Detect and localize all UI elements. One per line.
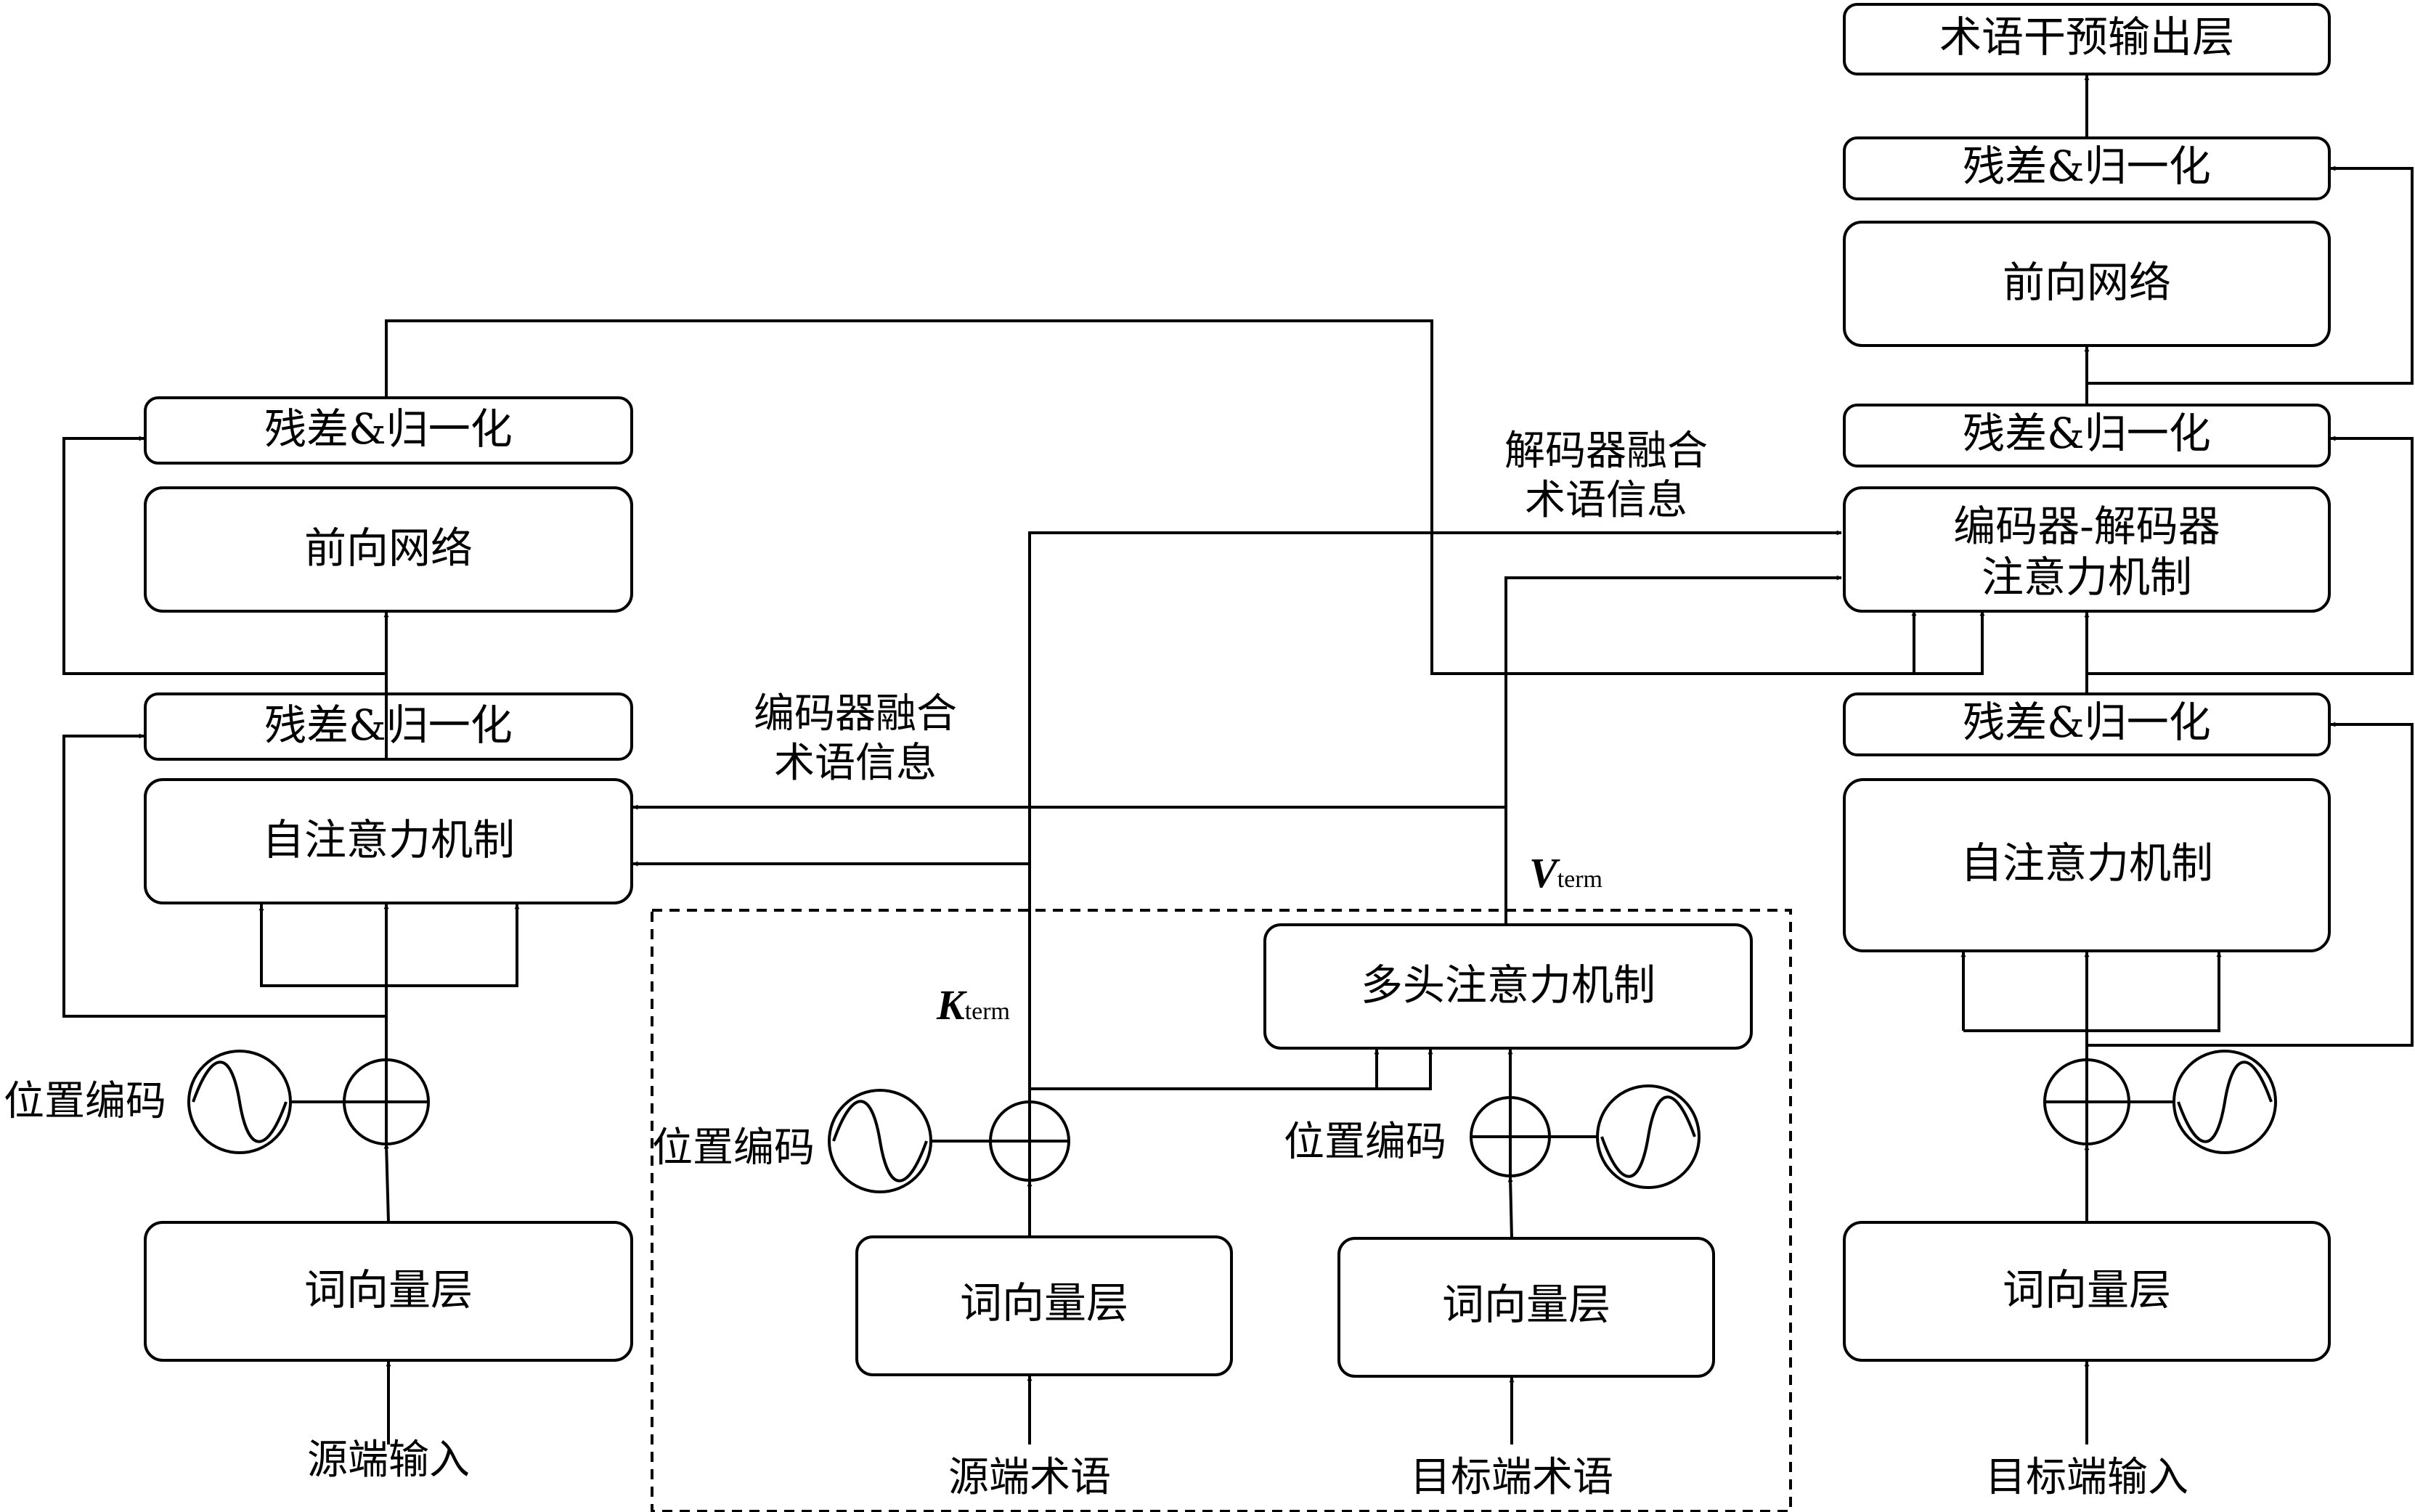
source-term-input-label: 源端术语 (948, 1454, 1111, 1501)
v-term-label: Vterm (1529, 849, 1602, 896)
encoder-fusion-annotation-line1: 编码器融合 (754, 690, 957, 737)
decoder-add-norm-mid-label: 残差&归一化 (1963, 409, 2211, 458)
cross-connections: 编码器融合 术语信息 解码器融合 术语信息 (385, 319, 1985, 1102)
decoder-self-attention-box (1843, 778, 2331, 952)
target-term-embedding-label: 词向量层 (1442, 1280, 1610, 1329)
decoder-fusion-annotation-line2: 术语信息 (1525, 477, 1687, 524)
encoder-fusion-annotation-line2: 术语信息 (774, 740, 937, 787)
decoder-input-label: 目标端输入 (1985, 1454, 2188, 1501)
source-term-embedding-box (855, 1235, 1233, 1376)
encoder-feed-forward-label: 前向网络 (304, 523, 473, 573)
multi-head-attention-box (1263, 923, 1753, 1050)
term-module: 多头注意力机制 位置编码 词向量层 源端术语 位置编码 词向量层 目标端术语 K… (651, 849, 1792, 1512)
encoder-self-attention-box (144, 778, 633, 904)
decoder-feed-forward-box (1843, 221, 2331, 347)
decoder-fusion-annotation-line1: 解码器融合 (1504, 428, 1708, 475)
encoder-embedding-label: 词向量层 (304, 1265, 473, 1315)
decoder-add-norm-bottom-label: 残差&归一化 (1963, 698, 2211, 747)
target-term-input-label: 目标端术语 (1410, 1454, 1613, 1501)
decoder-add-norm-top-label: 残差&归一化 (1963, 142, 2211, 191)
source-term-embedding-label: 词向量层 (960, 1278, 1128, 1328)
decoder-output-layer-box (1843, 3, 2331, 75)
decoder-cross-attention-label-line1: 编码器-解码器 (1953, 502, 2220, 551)
target-term-positional-encoding-label: 位置编码 (1284, 1119, 1446, 1166)
target-term-embedding-box (1337, 1237, 1715, 1378)
decoder-feed-forward-label: 前向网络 (2003, 258, 2171, 307)
k-term-label: Kterm (936, 981, 1010, 1029)
decoder-embedding-label: 词向量层 (2003, 1265, 2171, 1315)
decoder-cross-attention-box (1843, 486, 2331, 613)
decoder: 术语干预输出层 残差&归一化 前向网络 残差&归一化 编码器-解码器 注意力机制… (1843, 3, 2414, 1501)
encoder-self-attention-label: 自注意力机制 (262, 815, 515, 865)
decoder-cross-attention-label-line2: 注意力机制 (1982, 552, 2192, 602)
encoder-add-norm-top-box (144, 396, 633, 465)
decoder-output-layer-label: 术语干预输出层 (1939, 12, 2234, 62)
encoder-add-norm-bottom-box (144, 692, 633, 761)
encoder-feed-forward-box (144, 486, 633, 613)
encoder-add-norm-bottom-label: 残差&归一化 (264, 700, 513, 750)
encoder-positional-encoding-label: 位置编码 (4, 1078, 166, 1125)
source-term-positional-encoding-label: 位置编码 (652, 1124, 815, 1172)
decoder-self-attention-label: 自注意力机制 (1960, 838, 2213, 888)
multi-head-attention-label: 多头注意力机制 (1361, 960, 1656, 1010)
encoder: 残差&归一化 前向网络 残差&归一化 自注意力机制 位置编码 词向量层 源端输入 (4, 396, 633, 1484)
term-module-dashed-frame (651, 909, 1792, 1512)
encoder-add-norm-top-label: 残差&归一化 (264, 404, 513, 454)
